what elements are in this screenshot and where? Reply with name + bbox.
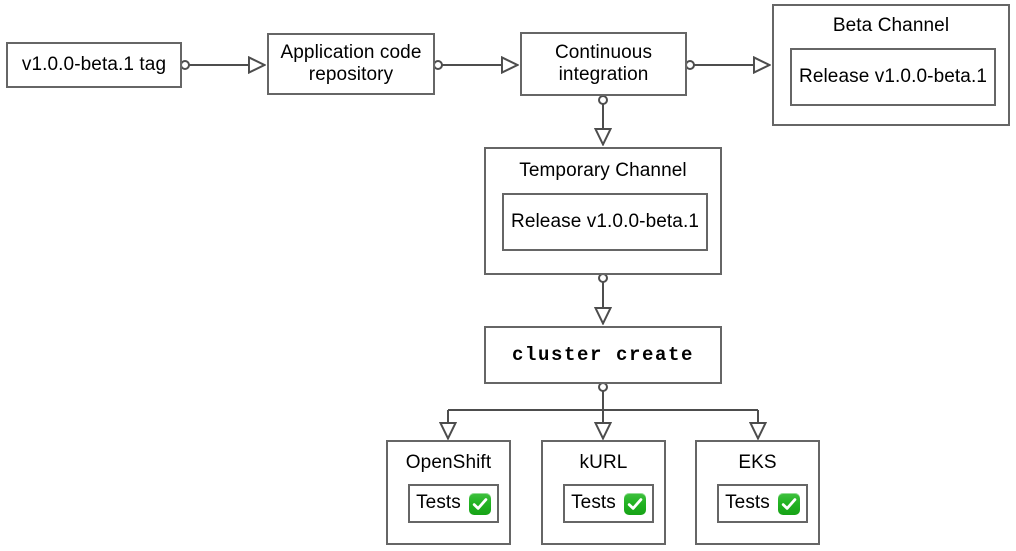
node-platform-openshift[interactable]: OpenShift Tests (386, 440, 511, 545)
check-green-icon (623, 492, 646, 515)
node-platform-kurl[interactable]: kURL Tests (541, 440, 666, 545)
edge-tag-to-repository (180, 61, 265, 69)
node-temporary-channel-release-label: Release v1.0.0-beta.1 (511, 210, 699, 232)
node-platform-openshift-tests[interactable]: Tests (408, 484, 499, 523)
node-beta-channel[interactable]: Beta Channel Release v1.0.0-beta.1 (772, 4, 1010, 126)
edge-ci-to-temporary-channel (599, 95, 607, 145)
edge-ci-to-beta-channel (685, 61, 770, 69)
node-platform-openshift-title: OpenShift (405, 452, 492, 473)
node-application-code-repository-label: Application code repository (280, 41, 422, 85)
edge-temporary-channel-to-cluster-create (599, 273, 607, 324)
node-beta-channel-title: Beta Channel (832, 15, 950, 36)
node-platform-openshift-tests-label: Tests (416, 492, 461, 514)
edge-repository-to-ci (433, 61, 518, 69)
node-platform-eks-tests-label: Tests (725, 492, 770, 514)
node-continuous-integration-label: Continuous integration (554, 41, 653, 85)
node-platform-kurl-tests[interactable]: Tests (563, 484, 654, 523)
node-version-tag-label: v1.0.0-beta.1 tag (21, 53, 167, 75)
node-continuous-integration[interactable]: Continuous integration (520, 32, 687, 96)
node-temporary-channel-release[interactable]: Release v1.0.0-beta.1 (502, 193, 708, 251)
node-beta-channel-release-label: Release v1.0.0-beta.1 (799, 65, 987, 87)
node-platform-kurl-title: kURL (579, 452, 628, 473)
node-version-tag[interactable]: v1.0.0-beta.1 tag (6, 42, 182, 88)
node-platform-eks-tests[interactable]: Tests (717, 484, 808, 523)
node-temporary-channel[interactable]: Temporary Channel Release v1.0.0-beta.1 (484, 147, 722, 275)
node-cluster-create-label: cluster create (511, 343, 695, 366)
node-platform-kurl-tests-label: Tests (571, 492, 616, 514)
node-application-code-repository[interactable]: Application code repository (267, 33, 435, 95)
node-platform-eks-title: EKS (738, 452, 777, 473)
check-green-icon (468, 492, 491, 515)
node-cluster-create[interactable]: cluster create (484, 326, 722, 384)
node-beta-channel-release[interactable]: Release v1.0.0-beta.1 (790, 48, 996, 106)
edge-cluster-create-to-platforms (448, 382, 758, 439)
node-platform-eks[interactable]: EKS Tests (695, 440, 820, 545)
check-green-icon (777, 492, 800, 515)
node-temporary-channel-title: Temporary Channel (519, 160, 687, 181)
